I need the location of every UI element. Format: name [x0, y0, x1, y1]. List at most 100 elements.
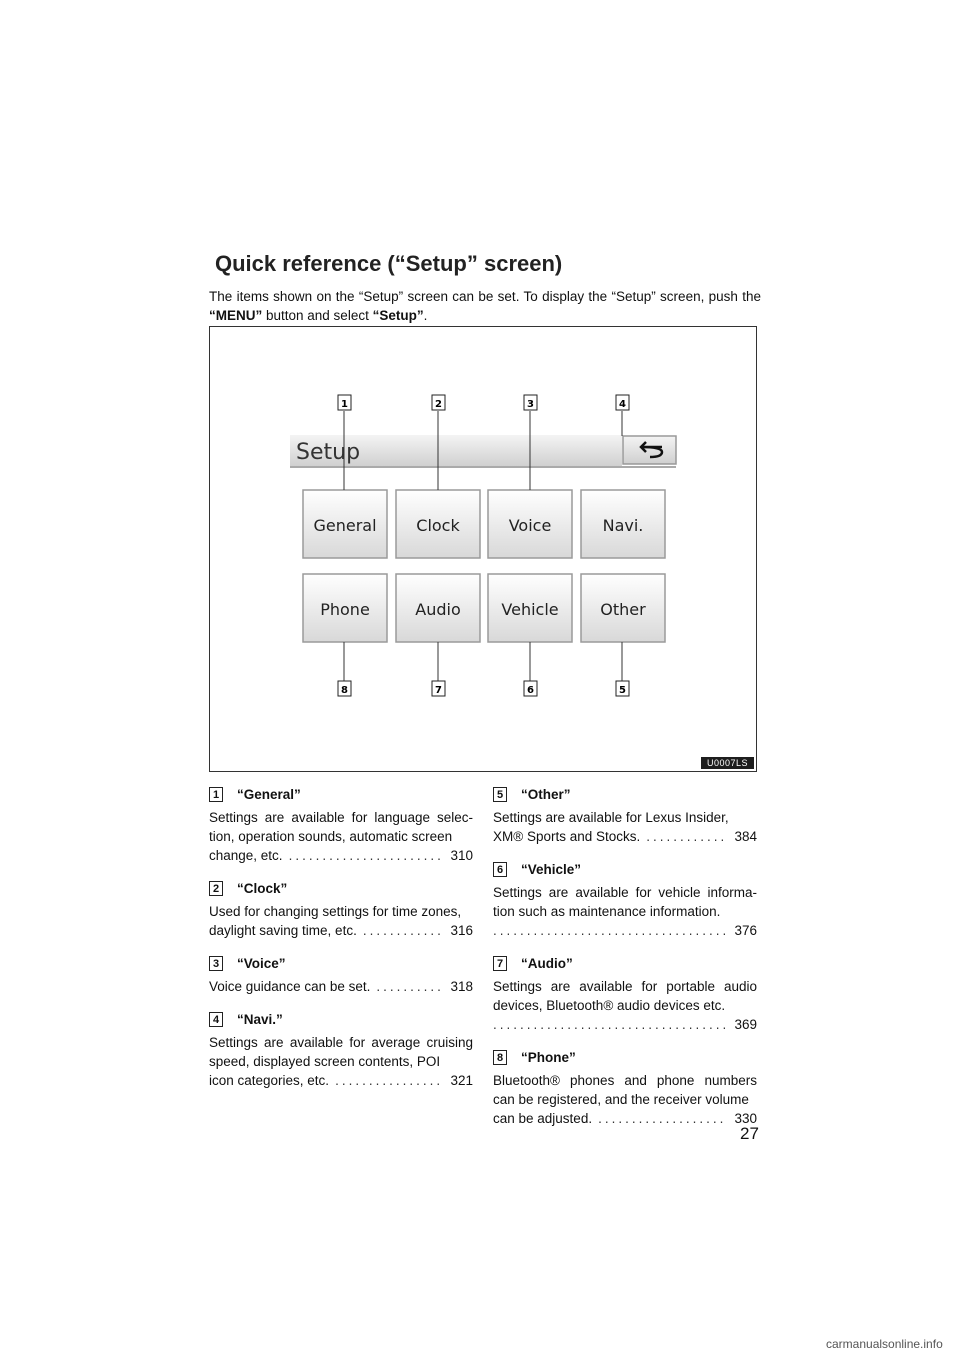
entry-page-number: 316: [450, 923, 473, 938]
setup-button-6[interactable]: Audio: [395, 573, 481, 643]
page-reference[interactable]: ........................................…: [493, 1015, 757, 1034]
dot-leader: ........................................…: [362, 923, 443, 938]
callout-box: [615, 394, 630, 411]
entry-description: Settings are available for average cruis…: [209, 1035, 473, 1069]
dot-leader: ........................................…: [288, 848, 443, 863]
entry-number: 7: [493, 955, 507, 971]
callout-number: 3: [527, 399, 534, 410]
page-reference[interactable]: can be adjusted.........................…: [493, 1109, 757, 1128]
entry-lead-text: Voice guidance can be set.: [209, 979, 371, 994]
entry-number: 1: [209, 786, 223, 802]
entry-page-number: 310: [450, 848, 473, 863]
entry-lead-text: daylight saving time, etc.: [209, 923, 357, 938]
page-reference[interactable]: icon categories, etc....................…: [209, 1071, 473, 1090]
setup-button-label: Voice: [509, 516, 552, 535]
entry-page-number: 321: [450, 1073, 473, 1088]
callout-box: [523, 394, 538, 411]
menu-term: “MENU”: [209, 308, 263, 323]
entry-heading: 2 “Clock”: [209, 878, 473, 898]
entry-page-number: 369: [734, 1017, 757, 1032]
setup-button-8[interactable]: Other: [580, 573, 666, 643]
footer-watermark: carmanualsonline.info: [826, 1337, 943, 1351]
entry-page-number: 376: [734, 923, 757, 938]
dot-leader: ........................................…: [646, 829, 727, 844]
entry-lead-text: can be adjusted.: [493, 1111, 593, 1126]
callout-box: [615, 680, 630, 697]
entry-number: 4: [209, 1011, 223, 1027]
entry-page-number: 318: [450, 979, 473, 994]
entries-left-column: 1 “General” Settings are available for lan…: [209, 784, 473, 1103]
entry-label: “Audio”: [521, 955, 573, 971]
entry-heading: 8 “Phone”: [493, 1047, 757, 1067]
entry-lead-text: XM® Sports and Stocks.: [493, 829, 641, 844]
back-button[interactable]: [622, 435, 677, 465]
callout-number: 1: [341, 399, 348, 410]
entry-number: 2: [209, 880, 223, 896]
reference-entry: 8“Phone”Bluetooth® phones and phone numb…: [493, 1047, 757, 1128]
page-reference[interactable]: daylight saving time, etc...............…: [209, 921, 473, 940]
entry-description: Settings are available for language sele…: [209, 810, 473, 844]
page-reference[interactable]: ........................................…: [493, 921, 757, 940]
entry-heading: 1 “General”: [209, 784, 473, 804]
page-reference[interactable]: XM® Sports and Stocks...................…: [493, 827, 757, 846]
setup-screen-illustration: Setup General Clock Voice Navi. Phone Audio Ve…: [290, 394, 677, 697]
entry-label: “Clock”: [237, 880, 288, 896]
setup-button-2[interactable]: Clock: [395, 489, 481, 559]
page-title: Quick reference (“Setup” screen): [215, 251, 563, 276]
callout-box: [431, 680, 446, 697]
entry-description: Used for changing settings for time zone…: [209, 904, 462, 919]
entry-label: “Phone”: [521, 1049, 576, 1065]
callout-box: [337, 680, 352, 697]
setup-button-1[interactable]: General: [302, 489, 388, 559]
setup-button-7[interactable]: Vehicle: [487, 573, 573, 643]
setup-title-bar: [290, 435, 622, 467]
entry-heading: 5“Other”: [493, 784, 757, 804]
intro-text: .: [423, 308, 428, 323]
setup-button-label: General: [313, 516, 376, 535]
callout-number: 5: [619, 685, 626, 696]
entry-heading: 3 “Voice”: [209, 953, 473, 973]
callout-number: 8: [341, 685, 348, 696]
setup-button-3[interactable]: Voice: [487, 489, 573, 559]
dot-leader: ........................................…: [493, 1017, 727, 1032]
page-reference[interactable]: Voice guidance can be set...............…: [209, 977, 473, 996]
setup-button-5[interactable]: Phone: [302, 573, 388, 643]
entry-description: Settings are available for portable audi…: [493, 979, 757, 1013]
entry-description: Settings are available for vehicle infor…: [493, 885, 757, 919]
reference-entry: 7 “Audio” Settings are available for porta…: [493, 953, 757, 1034]
setup-screen-title: Setup: [296, 440, 360, 465]
callout-number: 2: [435, 399, 442, 410]
entry-label: “General”: [237, 786, 301, 802]
intro-paragraph: The items shown on the “Setup” screen ca…: [209, 287, 761, 325]
setup-button-label: Other: [600, 600, 646, 619]
page-reference[interactable]: change, etc.............................…: [209, 846, 473, 865]
callout-number: 6: [527, 685, 534, 696]
entry-label: “Voice”: [237, 955, 286, 971]
setup-button-label: Clock: [416, 516, 460, 535]
callout-number: 7: [435, 685, 442, 696]
entry-number: 3: [209, 955, 223, 971]
figure-code: U0007LS: [700, 757, 754, 769]
entry-lead-text: change, etc.: [209, 848, 283, 863]
setup-term: “Setup”: [372, 308, 424, 323]
reference-entry: 5“Other” Settings are available for Lexus…: [493, 784, 757, 846]
entry-description: Settings are available for Lexus Insider…: [493, 810, 729, 825]
return-arrow-icon: [639, 441, 664, 459]
reference-entry: 1 “General” Settings are available for lan…: [209, 784, 473, 865]
entries-right-column: 5“Other” Settings are available for Lexus…: [493, 784, 757, 1141]
entry-number: 6: [493, 861, 507, 877]
intro-text: button and select: [262, 308, 373, 323]
dot-leader: ........................................…: [376, 979, 443, 994]
entry-page-number: 384: [734, 829, 757, 844]
entry-number: 8: [493, 1049, 507, 1065]
reference-entry: 3 “Voice” Voice guidance can be set.......…: [209, 953, 473, 996]
setup-button-label: Audio: [415, 600, 460, 619]
reference-entry: 6“Vehicle”Settings are available for veh…: [493, 859, 757, 940]
entry-heading: 7 “Audio”: [493, 953, 757, 973]
entry-number: 5: [493, 786, 507, 802]
setup-button-label: Navi.: [603, 516, 644, 535]
setup-button-4[interactable]: Navi.: [580, 489, 666, 559]
setup-button-label: Vehicle: [501, 600, 558, 619]
entry-page-number: 330: [734, 1111, 757, 1126]
